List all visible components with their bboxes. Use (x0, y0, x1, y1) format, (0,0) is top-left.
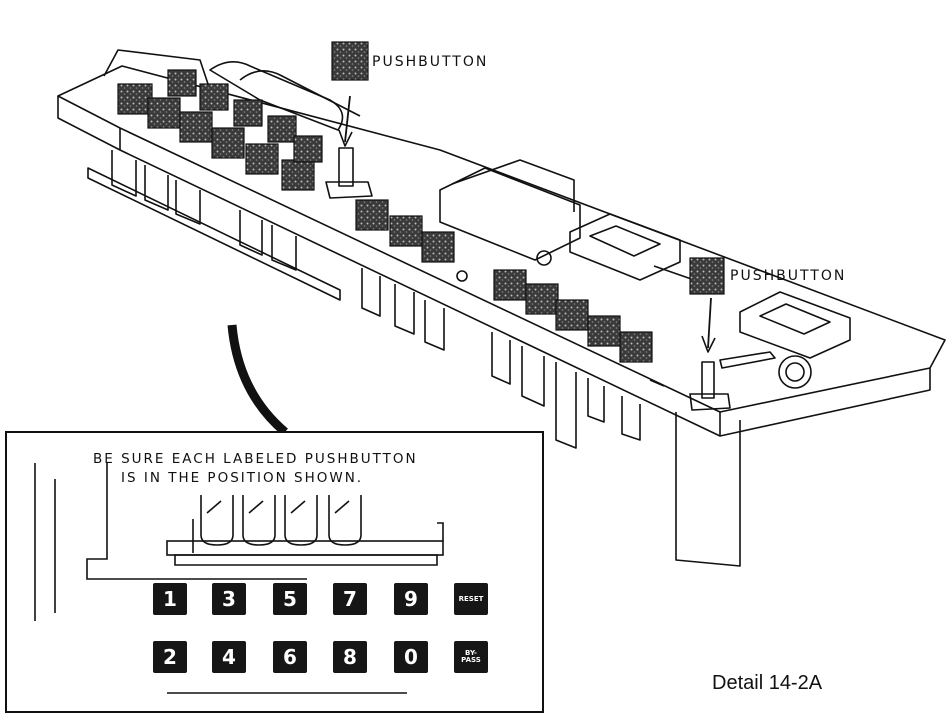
arrow-right (707, 297, 712, 349)
key-9: 9 (394, 583, 428, 615)
pushbutton-cap-right (689, 257, 725, 295)
lower-rail (87, 167, 341, 301)
connector-socket-2 (739, 291, 851, 359)
key-0: 0 (394, 641, 428, 673)
key-4: 4 (212, 641, 246, 673)
connector-socket-1 (569, 213, 681, 281)
board-front-edge (57, 96, 931, 437)
pushbutton-label-right: PUSHBUTTON (730, 268, 847, 284)
key-reset: RESET (454, 583, 488, 615)
board-legs (111, 150, 741, 567)
arrow-top (344, 95, 351, 143)
key-8: 8 (333, 641, 367, 673)
key-2: 2 (153, 641, 187, 673)
pushbutton-label-top: PUSHBUTTON (372, 54, 489, 70)
key-bypass: BY- PASS (454, 641, 488, 673)
inset-pointer (227, 324, 288, 436)
key-7: 7 (333, 583, 367, 615)
inset-line-art (34, 463, 444, 694)
key-5: 5 (273, 583, 307, 615)
connector-large (439, 167, 581, 261)
pushbutton-cap-top (331, 41, 369, 81)
note-line-2: IS IN THE POSITION SHOWN. (121, 470, 364, 486)
key-6: 6 (273, 641, 307, 673)
figure-caption: Detail 14-2A (712, 672, 823, 694)
pushbutton-position-inset: BE SURE EACH LABELED PUSHBUTTON IS IN TH… (5, 431, 544, 713)
key-1: 1 (153, 583, 187, 615)
key-3: 3 (212, 583, 246, 615)
note-line-1: BE SURE EACH LABELED PUSHBUTTON (93, 451, 418, 467)
